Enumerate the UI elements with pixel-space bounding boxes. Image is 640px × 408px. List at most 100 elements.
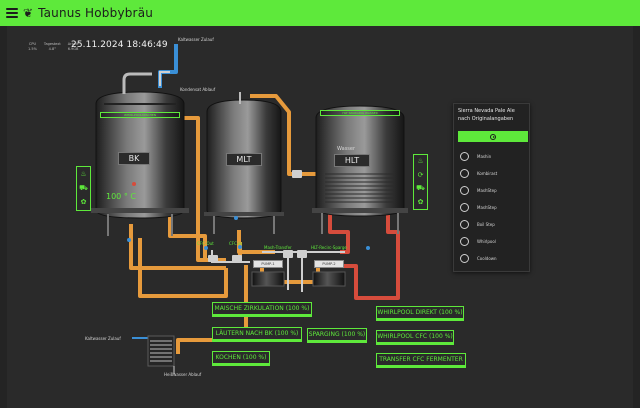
label-kaltwasser-zulauf-top: Kaltwasser Zulauf bbox=[178, 37, 214, 42]
pipe-cold-water-top bbox=[158, 44, 178, 88]
sparging-button[interactable]: SPARGING (100 %) bbox=[307, 328, 367, 343]
label-hlt-recirc: HLT-Recirc-Sparge bbox=[311, 245, 347, 250]
hlt-control-icons: ♨ ⟳ ⛟ ✿ bbox=[413, 154, 428, 210]
step-label: MashStep bbox=[477, 188, 497, 193]
flame-icon[interactable]: ♨ bbox=[417, 157, 424, 166]
play-icon bbox=[490, 133, 496, 140]
step-label: Mashin bbox=[477, 154, 492, 159]
tank-bk-sensor bbox=[132, 182, 136, 186]
valve-hlt-recirc[interactable] bbox=[297, 250, 307, 258]
flow-sensor bbox=[238, 245, 242, 249]
system-stats: CPU 1.5% Tagestext 4.8° Arbeit 6.9GB bbox=[28, 42, 78, 52]
pump2-motor bbox=[312, 271, 346, 287]
datetime-clock: 25.11.2024 18:46:49 bbox=[71, 40, 168, 50]
bk-name-label: BK bbox=[118, 152, 150, 165]
pump-2[interactable]: PUMP-2 bbox=[314, 260, 344, 268]
stat-value: 6.9GB bbox=[67, 46, 79, 51]
cycle-icon[interactable]: ⟳ bbox=[417, 170, 424, 179]
step-radio[interactable] bbox=[460, 169, 469, 178]
step-label: Kombirast bbox=[477, 171, 498, 176]
recipe-step[interactable]: Kombirast bbox=[460, 169, 497, 178]
pipe-bk-loop bbox=[138, 238, 228, 298]
car-icon[interactable]: ⛟ bbox=[79, 183, 88, 192]
step-label: Whirlpool bbox=[477, 239, 496, 244]
label-mash-transfer: Mash-Transfer bbox=[264, 245, 292, 250]
label-kondensat-ablauf: Kondensat Ablauf bbox=[180, 87, 216, 92]
flow-sensor bbox=[204, 246, 208, 250]
hop-logo-icon: ❦ bbox=[23, 6, 34, 20]
step-radio[interactable] bbox=[460, 220, 469, 229]
whirlpool-cfc-button[interactable]: WHIRLPOOL CFC (100 %) bbox=[376, 330, 454, 345]
valves bbox=[208, 170, 307, 262]
flame-icon[interactable]: ♨ bbox=[80, 169, 87, 178]
bk-temperature: 100 ° C bbox=[106, 192, 136, 201]
red-pipes bbox=[328, 214, 400, 300]
app-title: Taunus Hobbybräu bbox=[38, 6, 154, 20]
recipe-step[interactable]: Cooldown bbox=[460, 254, 497, 263]
recipe-title: Sierra Nevada Pale Ale nach Originalanga… bbox=[458, 108, 515, 122]
mlt-name-label: MLT bbox=[226, 153, 262, 166]
top-bar: ❦ Taunus Hobbybräu bbox=[0, 0, 640, 26]
stat-label: Arbeit bbox=[67, 42, 79, 46]
maische-zirkulation-button[interactable]: MAISCHE ZIRKULATION (100 %) bbox=[212, 302, 312, 317]
step-label: Boil Step bbox=[477, 222, 495, 227]
flow-sensors bbox=[127, 216, 370, 250]
stat-label: CPU bbox=[28, 42, 37, 46]
label-cfc-in: CFC-In bbox=[229, 241, 243, 246]
hlt-heat-coil bbox=[325, 173, 395, 203]
recipe-step[interactable]: Boil Step bbox=[460, 220, 495, 229]
recipe-step[interactable]: Whirlpool bbox=[460, 237, 496, 246]
step-label: Cooldown bbox=[477, 256, 497, 261]
step-radio[interactable] bbox=[460, 254, 469, 263]
tank-bk-rim bbox=[104, 103, 176, 105]
step-radio[interactable] bbox=[460, 186, 469, 195]
tank-bk-vent bbox=[122, 72, 152, 94]
step-radio[interactable] bbox=[460, 152, 469, 161]
stat-label: Tagestext bbox=[43, 42, 61, 46]
start-recipe-button[interactable] bbox=[458, 131, 528, 142]
recipe-step[interactable]: MashStep bbox=[460, 203, 497, 212]
kochen-button[interactable]: KOCHEN (100 %) bbox=[212, 351, 270, 366]
step-label: MashStep bbox=[477, 205, 497, 210]
bk-level-stripe: WHIRLPOOLMISCHEN bbox=[100, 112, 180, 118]
pump1-motor bbox=[251, 271, 285, 287]
flow-sensor bbox=[234, 216, 238, 220]
tank-hlt bbox=[312, 105, 408, 234]
pipe-bk-drain bbox=[129, 224, 226, 270]
recipe-panel: Sierra Nevada Pale Ale nach Originalanga… bbox=[453, 103, 530, 272]
recipe-step[interactable]: MashStep bbox=[460, 186, 497, 195]
valve-cfc-out[interactable] bbox=[208, 255, 218, 262]
recipe-step[interactable]: Mashin bbox=[460, 152, 491, 161]
tank-bk-base bbox=[91, 208, 189, 213]
pump-bodies bbox=[251, 271, 346, 287]
valve-cfc-in[interactable] bbox=[232, 255, 242, 262]
car-icon[interactable]: ⛟ bbox=[416, 184, 425, 193]
label-cfc-out: CFC-Out bbox=[197, 241, 214, 246]
bk-control-icons: ♨ ⛟ ✿ bbox=[76, 166, 91, 211]
transfer-cfc-fermenter-button[interactable]: TRANSFER CFC FERMENTER bbox=[376, 353, 466, 368]
spiral-icon[interactable]: ✿ bbox=[417, 197, 424, 206]
connector-kondensat bbox=[159, 71, 170, 86]
pipe-hlt-sparge bbox=[328, 214, 350, 254]
valve-mash-transfer[interactable] bbox=[283, 250, 293, 258]
pump-1[interactable]: PUMP-1 bbox=[253, 260, 283, 268]
stat-value: 4.8° bbox=[48, 46, 56, 51]
label-wasser: Wasser bbox=[337, 146, 356, 152]
tank-hlt-base bbox=[312, 208, 408, 213]
step-radio[interactable] bbox=[460, 237, 469, 246]
valve-hlt-inlet[interactable] bbox=[292, 170, 302, 178]
left-edge-panel bbox=[0, 26, 7, 408]
label-heisswasser-ablauf: Heißwasser Ablauf bbox=[164, 372, 202, 377]
step-radio[interactable] bbox=[460, 203, 469, 212]
stat-cpu: CPU 1.5% bbox=[28, 42, 37, 52]
label-kaltwasser-zulauf-bottom: Kaltwasser Zulauf bbox=[85, 336, 121, 341]
spiral-icon[interactable]: ✿ bbox=[80, 198, 87, 207]
hlt-level-stripe: HLT SPARGING WASSER bbox=[320, 110, 400, 116]
right-edge-panel bbox=[633, 26, 640, 408]
tank-mlt-base bbox=[204, 212, 284, 216]
whirlpool-direkt-button[interactable]: WHIRLPOOL DIREKT (100 %) bbox=[376, 306, 464, 321]
laeutern-nach-bk-button[interactable]: LÄUTERN NACH BK (100 %) bbox=[212, 327, 302, 342]
menu-icon[interactable] bbox=[6, 8, 18, 18]
